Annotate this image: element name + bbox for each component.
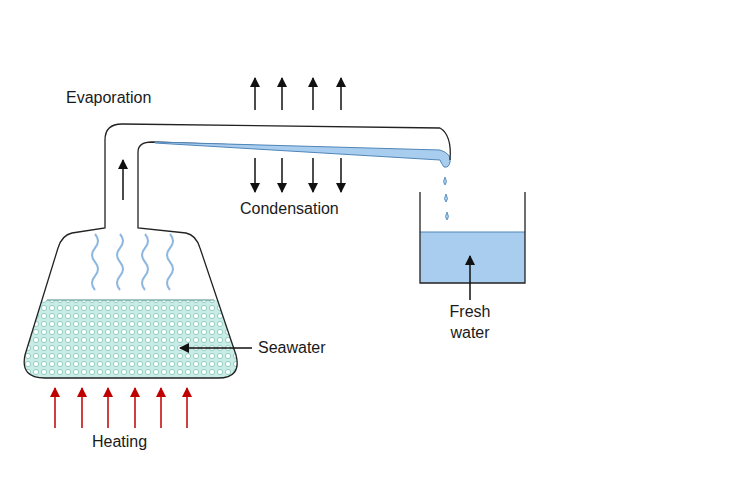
liquid-surface: [47, 300, 214, 301]
beaker: [420, 192, 525, 283]
part-label: Seawater: [258, 338, 326, 359]
process-label: Condensation: [240, 199, 339, 220]
water-drops: [444, 177, 449, 220]
flask: [24, 155, 237, 378]
vapour-wisps: [92, 234, 173, 290]
process-label: Evaporation: [66, 88, 151, 109]
fresh-water-liquid: [420, 232, 525, 283]
tube-tip: [440, 128, 450, 160]
part-label: Fresh water: [440, 302, 500, 344]
condensate: [155, 142, 450, 167]
seawater-liquid: [0, 300, 260, 390]
process-label: Heating: [92, 432, 147, 453]
water-surface: [420, 232, 525, 233]
direction-arrows: [123, 78, 470, 348]
heat-arrows: [55, 388, 187, 428]
